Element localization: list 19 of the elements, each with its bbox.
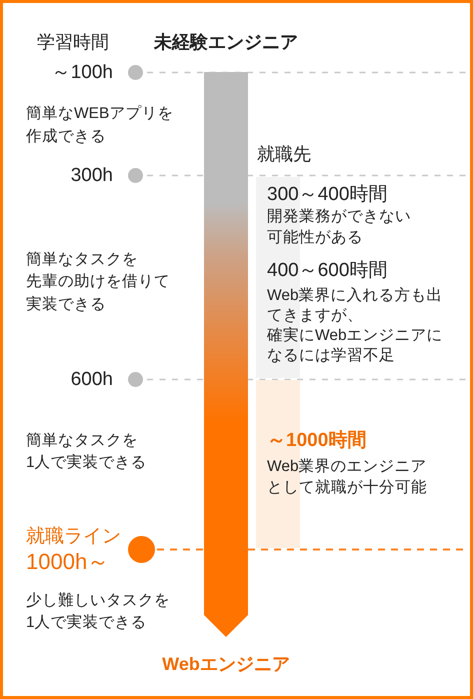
- hour-label: ～100h: [52, 60, 113, 84]
- description-text: 開発業務ができない可能性がある: [267, 206, 412, 248]
- skill-description: 簡単なタスクを1人で実装できる: [26, 430, 148, 473]
- description-text: Web業界のエンジニアとして就職が十分可能: [267, 457, 428, 498]
- skill-description: 簡単なWEBアプリを作成できる: [26, 104, 174, 146]
- progress-arrow: [204, 72, 248, 637]
- column-heading: 就職先: [257, 142, 311, 166]
- time-range-heading: 400～600時間: [267, 258, 388, 282]
- description-text: Web業界に入れる方も出てきますが、確実にWebエンジニアになるには学習不足: [267, 286, 444, 366]
- goal-label: Webエンジニア: [162, 652, 290, 676]
- hour-label: 600h: [70, 368, 113, 392]
- column-heading: 学習時間: [37, 31, 109, 54]
- time-range-heading: ～1000時間: [267, 428, 366, 452]
- skill-description: 少し難しいタスクを1人で実装できる: [26, 590, 170, 632]
- skill-description: 簡単なタスクを先輩の助けを借りて実装できる: [26, 250, 171, 314]
- threshold-label: 就職ライン1000h～: [26, 525, 122, 574]
- time-range-heading: 300～400時間: [267, 183, 388, 207]
- hour-label: 300h: [70, 164, 113, 188]
- start-heading: 未経験エンジニア: [154, 30, 298, 54]
